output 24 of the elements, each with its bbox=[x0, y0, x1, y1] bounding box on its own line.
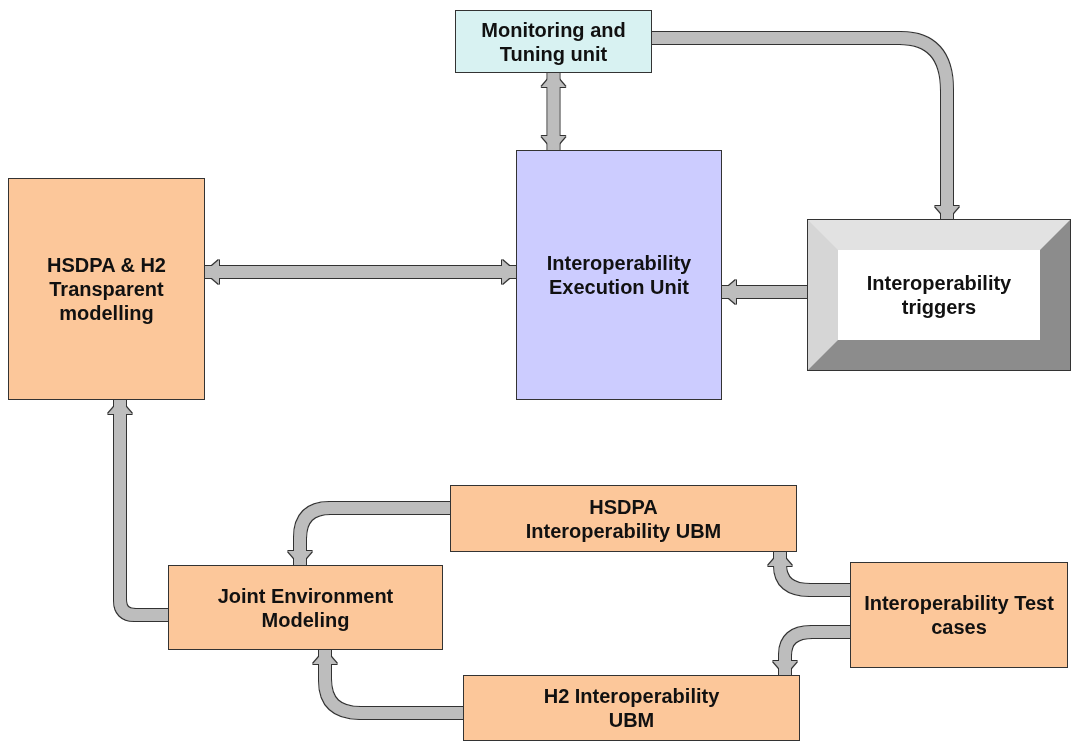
box-label: H2 Interoperability UBM bbox=[542, 684, 721, 732]
beveled-box bbox=[808, 220, 1070, 370]
process-box bbox=[850, 562, 1068, 668]
box-label: HSDPA Interoperability UBM bbox=[524, 494, 723, 543]
block-arrow bbox=[205, 260, 516, 284]
box-label: Joint Environment Modeling bbox=[216, 583, 395, 632]
process-box bbox=[455, 10, 652, 73]
process-box bbox=[463, 675, 800, 741]
process-box bbox=[516, 150, 722, 400]
box-label: HSDPA & H2 Transparent modelling bbox=[46, 253, 167, 325]
box-label: Interoperability Test cases bbox=[863, 591, 1055, 639]
block-arrow bbox=[313, 650, 463, 719]
box-label: Interoperability triggers bbox=[865, 271, 1013, 319]
box-label: Monitoring and Tuning unit bbox=[480, 17, 627, 66]
block-arrow bbox=[652, 32, 959, 220]
process-box bbox=[168, 565, 443, 650]
block-arrow bbox=[768, 552, 850, 596]
block-arrow bbox=[541, 73, 566, 150]
box-label: Interoperability Execution Unit bbox=[545, 251, 693, 299]
block-arrow bbox=[288, 502, 450, 565]
block-arrow bbox=[773, 626, 850, 675]
process-box bbox=[450, 485, 797, 552]
block-arrow bbox=[722, 280, 808, 304]
process-box bbox=[8, 178, 205, 400]
